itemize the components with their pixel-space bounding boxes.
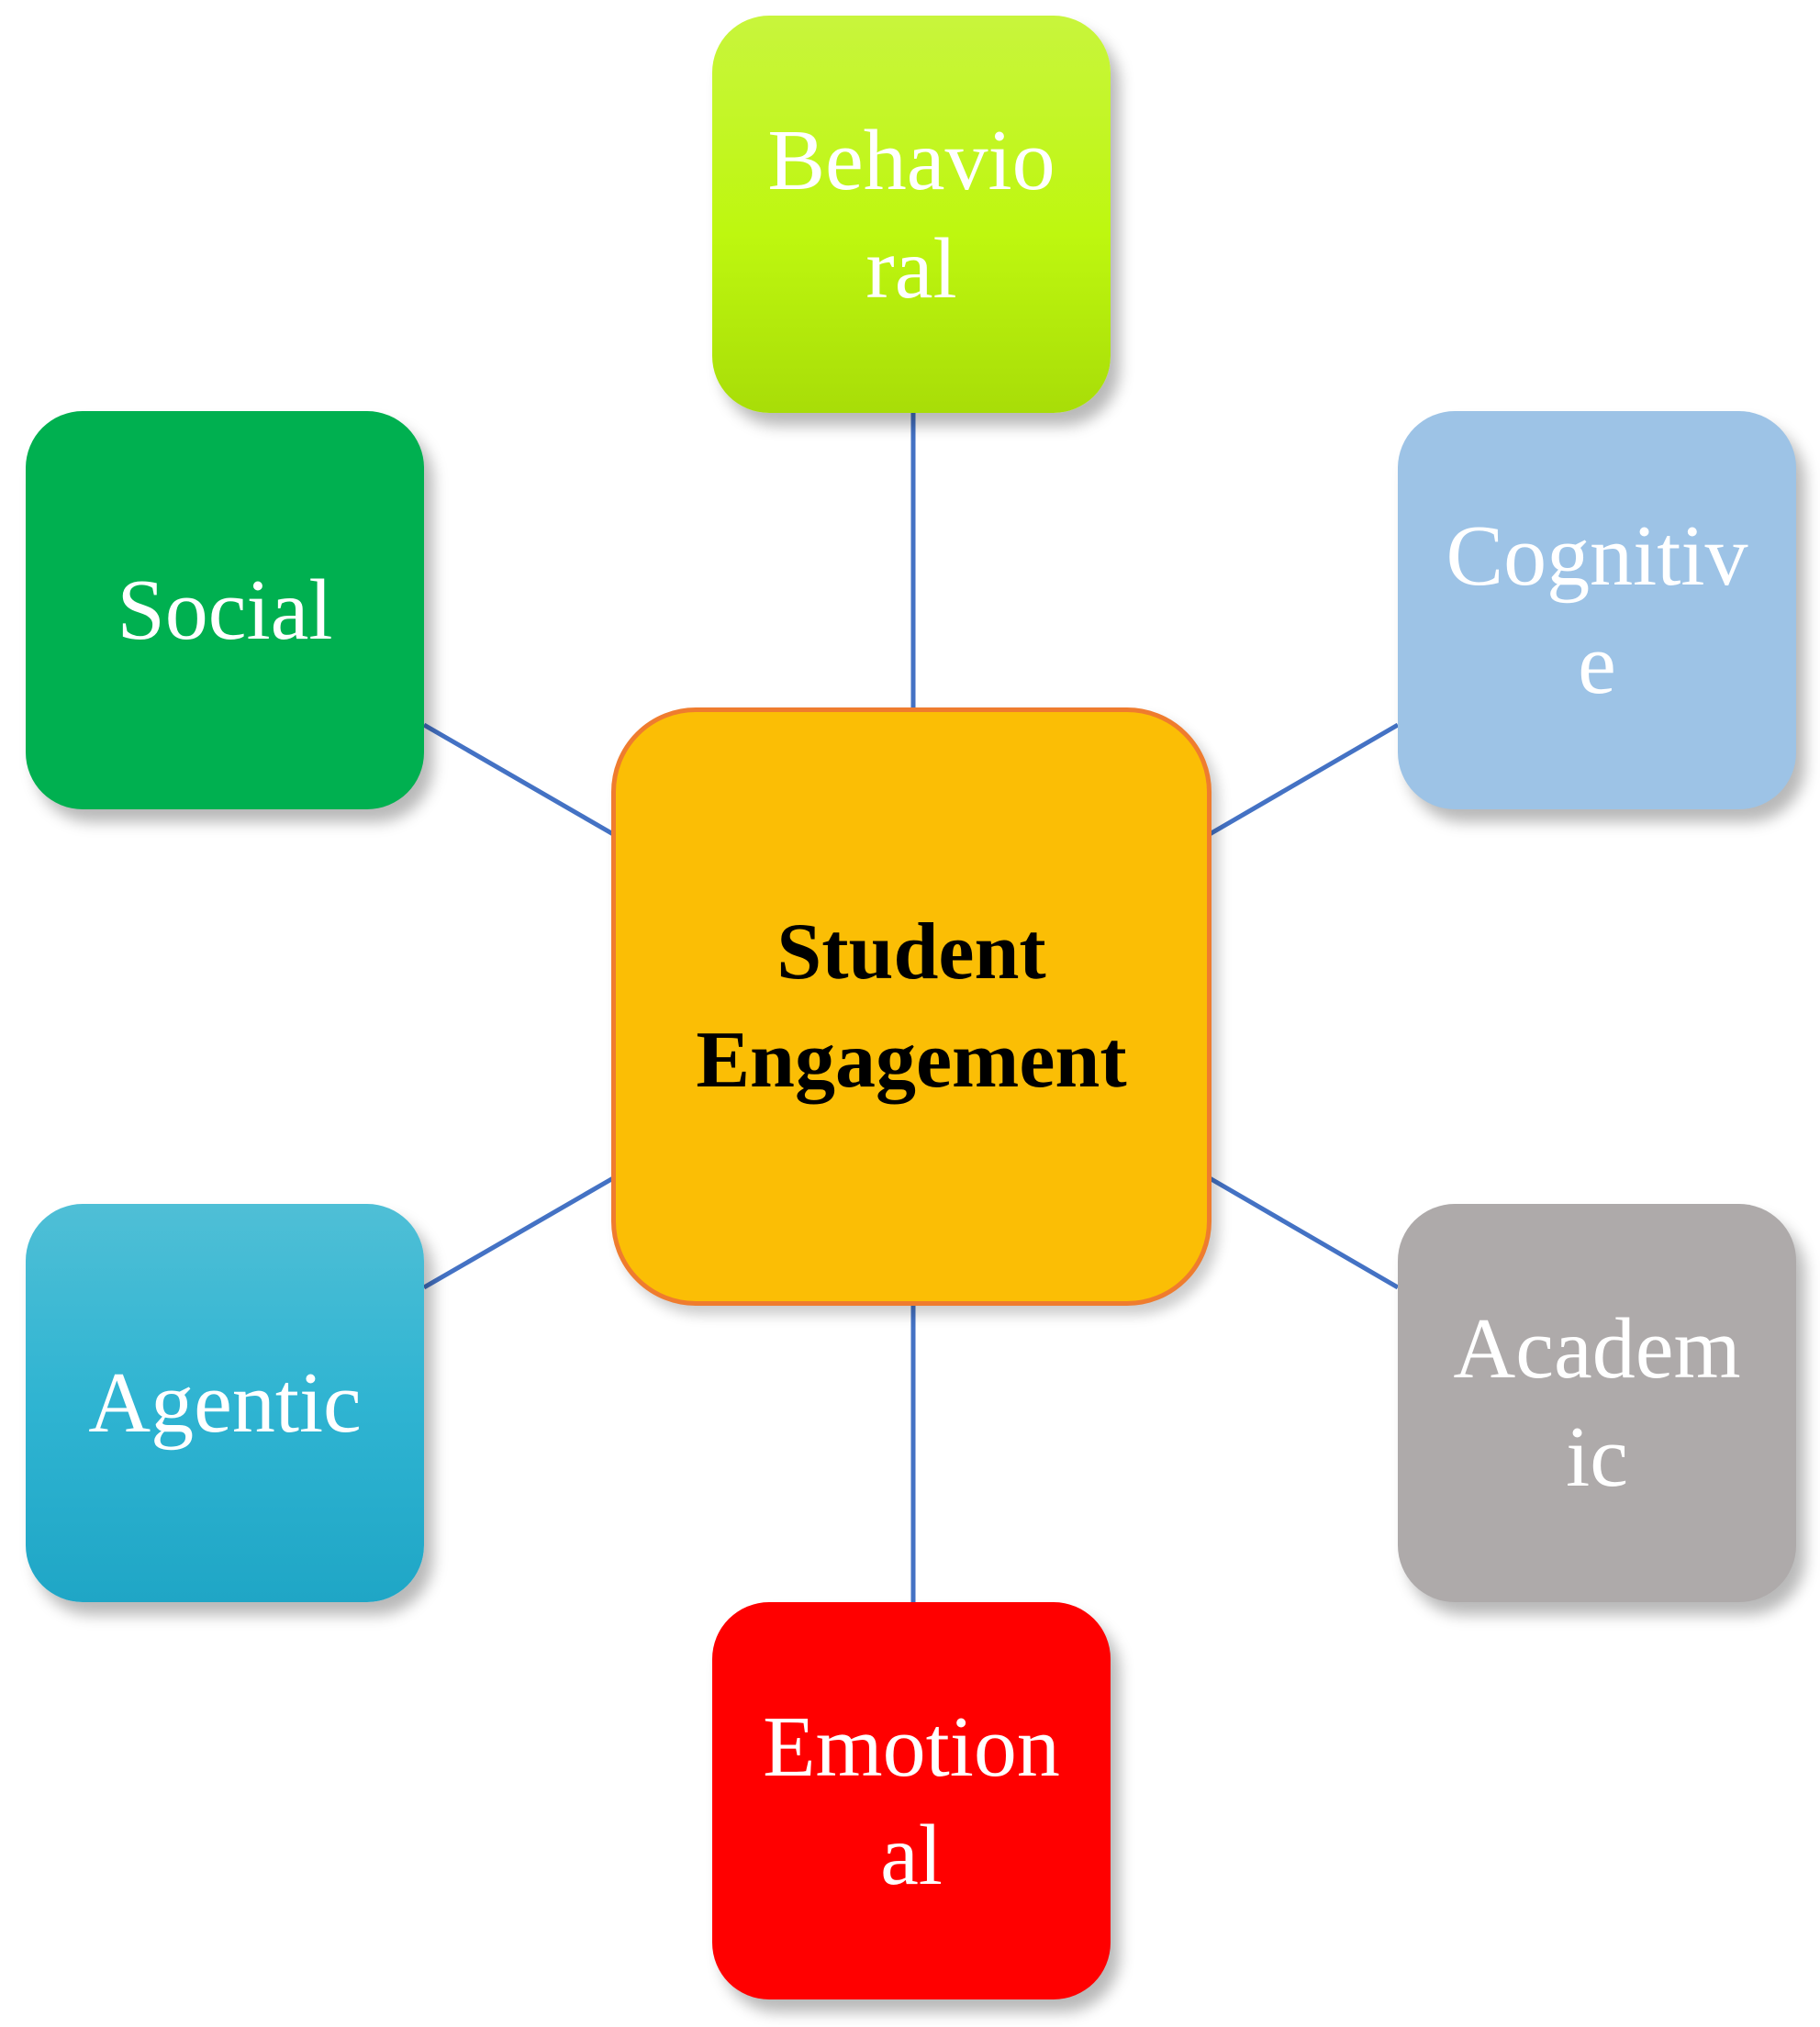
behavioral-label-line-2: ral bbox=[865, 220, 957, 317]
social-node: Social bbox=[26, 411, 424, 809]
academic-node: Academ ic bbox=[1398, 1204, 1796, 1602]
student-engagement-node: Student Engagement bbox=[611, 707, 1211, 1306]
connector-cognitive bbox=[1208, 722, 1400, 837]
connector-academic bbox=[1208, 1175, 1400, 1290]
center-label-line-1: Student bbox=[776, 908, 1046, 997]
center-label-line-2: Engagement bbox=[696, 1016, 1127, 1105]
social-label: Social bbox=[117, 562, 333, 658]
agentic-label: Agentic bbox=[88, 1355, 362, 1451]
behavioral-label-line-1: Behavio bbox=[767, 112, 1055, 208]
cognitive-label-line-1: Cognitiv bbox=[1446, 508, 1748, 604]
emotional-node: Emotion al bbox=[712, 1602, 1111, 1999]
connector-social bbox=[422, 722, 615, 837]
behavioral-node: Behavio ral bbox=[712, 16, 1111, 413]
academic-label-line-2: ic bbox=[1566, 1409, 1628, 1505]
academic-label-line-1: Academ bbox=[1453, 1301, 1741, 1397]
cognitive-label-line-2: e bbox=[1578, 617, 1616, 712]
agentic-node: Agentic bbox=[26, 1204, 424, 1602]
connector-agentic bbox=[422, 1175, 615, 1290]
emotional-label-line-2: al bbox=[880, 1807, 943, 1903]
emotional-label-line-1: Emotion bbox=[763, 1698, 1060, 1795]
cognitive-node: Cognitiv e bbox=[1398, 411, 1796, 809]
